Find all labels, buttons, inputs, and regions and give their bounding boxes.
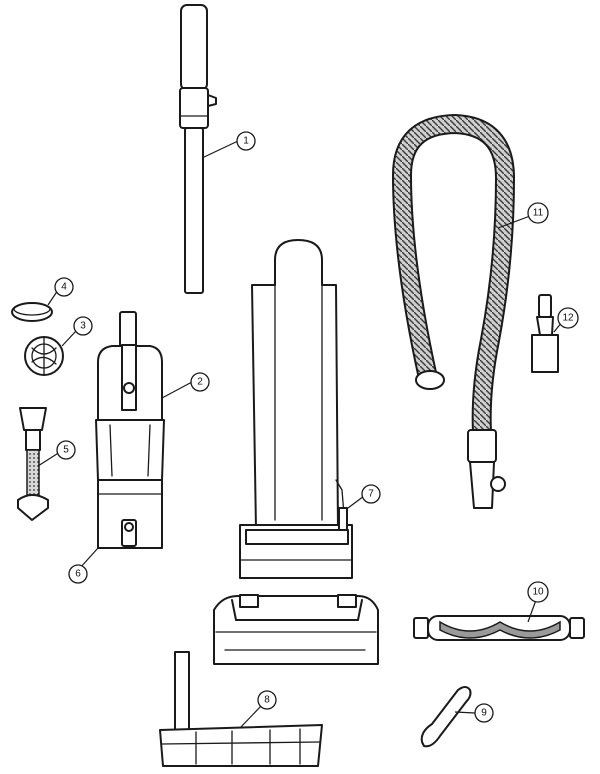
callout-7: 7 — [361, 484, 381, 504]
svg-text:2: 2 — [197, 377, 203, 388]
svg-text:11: 11 — [533, 208, 544, 219]
part-cyclone-filter — [24, 336, 64, 376]
part-prefilter — [17, 407, 49, 521]
callout-8: 8 — [257, 690, 277, 710]
callout-6: 6 — [68, 564, 88, 584]
svg-text:3: 3 — [80, 321, 86, 332]
part-dust-cup — [95, 311, 165, 549]
svg-text:12: 12 — [562, 313, 574, 324]
callout-1: 1 — [236, 131, 256, 151]
callout-9: 9 — [474, 703, 494, 723]
part-cord-connector — [335, 479, 348, 531]
svg-text:1: 1 — [243, 136, 249, 147]
callout-2: 2 — [190, 372, 210, 392]
svg-text:6: 6 — [75, 569, 81, 580]
part-crevice-tool — [531, 294, 559, 373]
part-belt — [420, 686, 472, 748]
svg-text:10: 10 — [532, 587, 544, 598]
svg-text:5: 5 — [63, 445, 69, 456]
leader-lines — [37, 140, 563, 729]
callout-12: 12 — [557, 307, 579, 329]
part-main-body — [239, 239, 353, 579]
part-base-nozzle — [213, 594, 379, 665]
svg-text:9: 9 — [481, 708, 487, 719]
callout-3: 3 — [73, 316, 93, 336]
svg-text:4: 4 — [61, 282, 67, 293]
callout-10: 10 — [527, 581, 549, 603]
part-base-frame — [159, 651, 323, 767]
callout-5: 5 — [56, 440, 76, 460]
part-brush-roll — [413, 615, 585, 641]
part-hose — [391, 113, 516, 509]
part-wand — [179, 4, 217, 294]
svg-text:8: 8 — [264, 695, 270, 706]
callout-4: 4 — [54, 277, 74, 297]
svg-text:7: 7 — [368, 489, 374, 500]
callout-11: 11 — [527, 202, 549, 224]
part-filter-disc — [11, 302, 53, 322]
